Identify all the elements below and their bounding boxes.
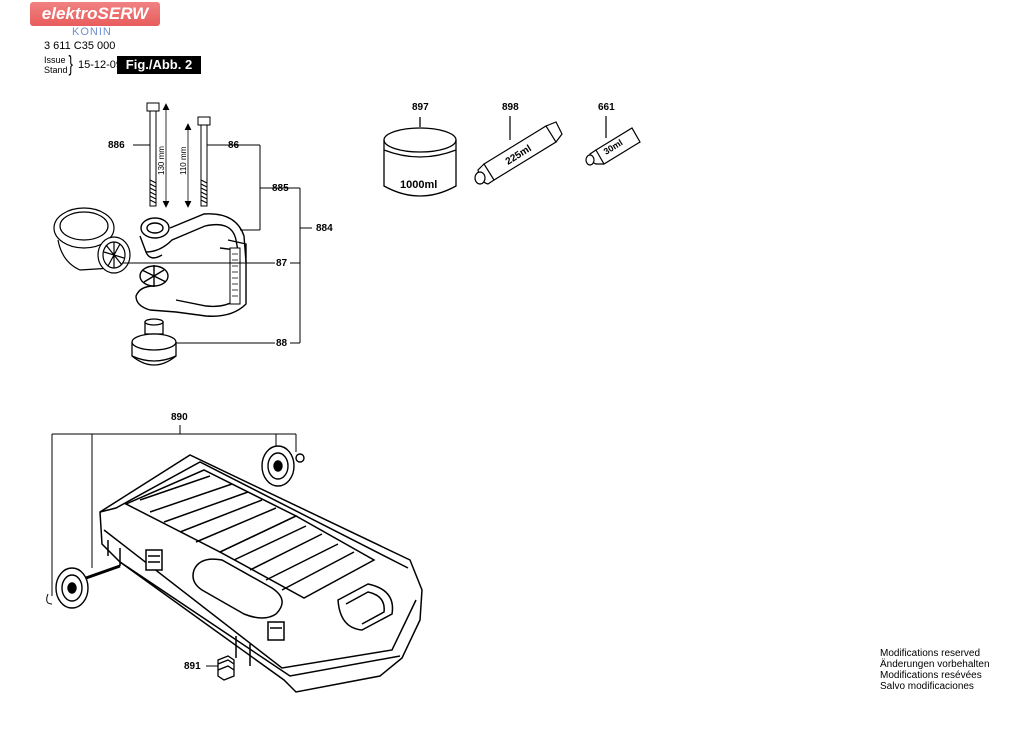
handle-upper bbox=[139, 213, 247, 263]
latch-clip-891 bbox=[217, 655, 235, 681]
label-86: 86 bbox=[228, 140, 240, 151]
modifications-line-de: Änderungen vorbehalten bbox=[880, 659, 990, 670]
nut-88 bbox=[131, 318, 177, 366]
label-890: 890 bbox=[171, 412, 188, 423]
issue-stand-label: Issue Stand bbox=[44, 55, 68, 75]
label-87: 87 bbox=[276, 258, 288, 269]
document-number: 3 611 C35 000 bbox=[44, 40, 116, 52]
grease-tube-898 bbox=[474, 116, 563, 185]
carrying-case bbox=[99, 454, 423, 693]
label-885: 885 bbox=[272, 183, 289, 194]
label-661: 661 bbox=[598, 102, 615, 113]
issue-date: 15-12-09 bbox=[78, 59, 123, 71]
leader-lines-case bbox=[51, 425, 297, 667]
dimension-110: 110 mm bbox=[179, 146, 188, 175]
clamp-ring bbox=[53, 207, 131, 274]
label-897: 897 bbox=[412, 102, 429, 113]
stand-label: Stand bbox=[44, 65, 68, 75]
label-88: 88 bbox=[276, 338, 288, 349]
jar-volume-label: 1000ml bbox=[400, 179, 437, 191]
modifications-line-en: Modifications reserved bbox=[880, 648, 981, 659]
grease-tube-661 bbox=[585, 116, 641, 166]
brace-glyph: } bbox=[68, 51, 73, 76]
bolt-886 bbox=[146, 102, 160, 207]
label-898: 898 bbox=[502, 102, 519, 113]
figure-badge: Fig./Abb. 2 bbox=[117, 56, 201, 74]
bolt-86 bbox=[197, 116, 211, 207]
modifications-line-fr: Modifications resévées bbox=[880, 670, 982, 681]
wheel-right bbox=[261, 445, 305, 487]
leader-lines-handle bbox=[122, 144, 312, 344]
wheel-left bbox=[46, 564, 121, 609]
label-884: 884 bbox=[316, 223, 333, 234]
label-891: 891 bbox=[184, 661, 201, 672]
label-886: 886 bbox=[108, 140, 125, 151]
modifications-line-es: Salvo modificaciones bbox=[880, 681, 974, 692]
handle-lower bbox=[135, 239, 247, 317]
issue-label: Issue bbox=[44, 55, 66, 65]
dimension-lines bbox=[162, 103, 192, 208]
logo-subtitle: KONIN bbox=[72, 26, 112, 38]
dimension-130: 130 mm bbox=[157, 146, 166, 175]
grease-jar-897 bbox=[383, 117, 457, 197]
elektroserw-logo: elektroSERW bbox=[30, 2, 160, 26]
modifications-notice: Modifications reserved Änderungen vorbeh… bbox=[880, 648, 990, 692]
